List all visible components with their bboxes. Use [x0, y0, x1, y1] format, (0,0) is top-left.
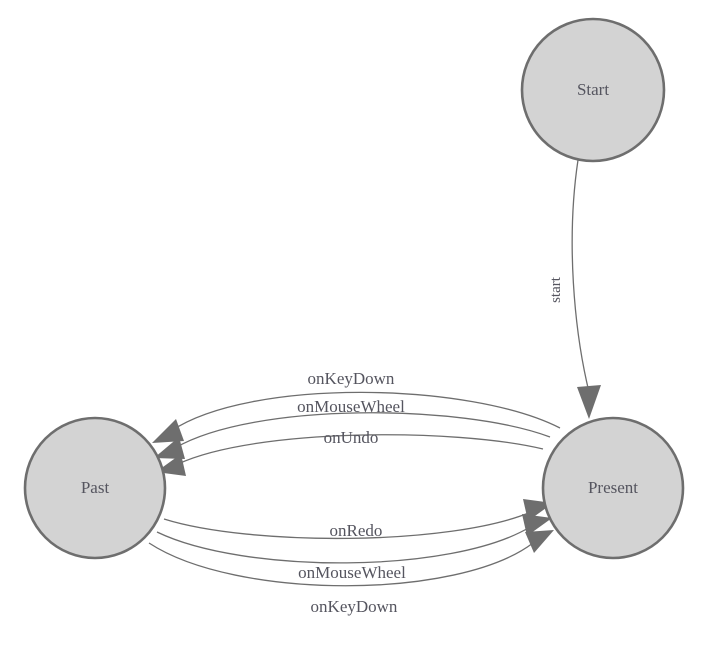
edge-path-past-to-present-wheel [156, 526, 531, 564]
edge-present-to-past-keydown: onKeyDown [152, 369, 561, 443]
edge-past-to-present-keydown: onKeyDown [148, 530, 554, 616]
arrowhead-present-to-past-wheel [154, 437, 185, 459]
edge-path-past-to-present-redo [163, 511, 532, 540]
edge-present-to-past-wheel: onMouseWheel [154, 397, 551, 459]
node-start-label: Start [577, 80, 609, 99]
node-present-circle[interactable] [541, 416, 685, 560]
edge-label-start-to-present: start [548, 276, 564, 303]
node-past-label: Past [81, 478, 110, 497]
edge-path-present-to-past-wheel [174, 412, 551, 449]
edge-path-past-to-present-keydown [148, 542, 534, 587]
edge-path-start-to-present [571, 159, 590, 393]
edge-label-past-to-present-wheel: onMouseWheel [298, 563, 406, 582]
edge-path-present-to-past-undo [177, 434, 544, 465]
edge-start-to-present: start [548, 159, 601, 419]
edge-label-present-to-past-keydown: onKeyDown [308, 369, 395, 388]
arrowhead-present-to-past-keydown [152, 419, 184, 443]
arrowhead-start-to-present [577, 385, 601, 419]
node-past[interactable]: Past [23, 416, 167, 560]
edge-past-to-present-redo: onRedo [163, 499, 553, 540]
edge-label-past-to-present-keydown: onKeyDown [311, 597, 398, 616]
edge-present-to-past-undo: onUndo [156, 428, 544, 476]
edge-label-past-to-present-redo: onRedo [330, 521, 383, 540]
edge-label-present-to-past-wheel: onMouseWheel [297, 397, 405, 416]
node-present[interactable]: Present [541, 416, 685, 560]
arrowhead-past-to-present-wheel [522, 514, 552, 536]
edge-past-to-present-wheel: onMouseWheel [156, 514, 552, 582]
edge-label-present-to-past-undo: onUndo [324, 428, 379, 447]
arrowhead-past-to-present-keydown [525, 530, 554, 553]
node-present-label: Present [588, 478, 638, 497]
node-start-circle[interactable] [520, 17, 666, 163]
edge-path-present-to-past-keydown [170, 391, 561, 432]
node-past-circle[interactable] [23, 416, 167, 560]
node-start[interactable]: Start [520, 17, 666, 163]
